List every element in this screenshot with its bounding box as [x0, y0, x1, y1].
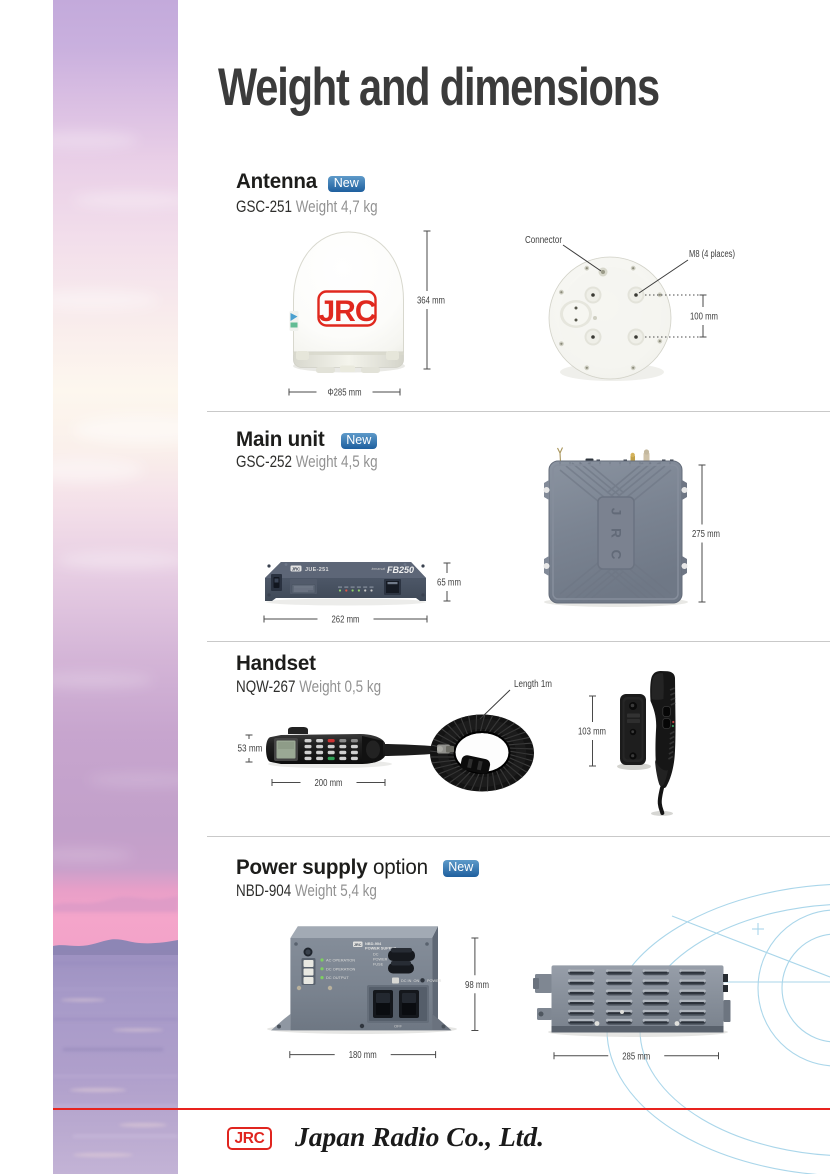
- svg-text:Connector: Connector: [525, 235, 563, 246]
- svg-text:POWER SUPPLY: POWER SUPPLY: [365, 945, 396, 950]
- svg-text:DC IN: DC IN: [401, 979, 412, 983]
- svg-text:285 mm: 285 mm: [622, 1051, 650, 1062]
- svg-text:JRC: JRC: [354, 943, 362, 947]
- svg-text:J: J: [609, 508, 624, 516]
- svg-text:AC OPERATION: AC OPERATION: [326, 958, 355, 963]
- svg-text:C: C: [609, 550, 624, 560]
- svg-text:DC: DC: [373, 953, 379, 957]
- svg-text:53 mm: 53 mm: [238, 744, 263, 755]
- svg-text:100 mm: 100 mm: [690, 312, 718, 323]
- svg-text:65 mm: 65 mm: [437, 578, 461, 589]
- svg-text:DC OUTPUT: DC OUTPUT: [326, 975, 349, 980]
- svg-text:275 mm: 275 mm: [692, 529, 720, 540]
- svg-text:JRC: JRC: [318, 295, 375, 328]
- svg-text:Φ285 mm: Φ285 mm: [328, 388, 362, 399]
- svg-text:ON: ON: [414, 979, 420, 983]
- svg-text:NBD-904: NBD-904: [365, 941, 382, 946]
- svg-text:180 mm: 180 mm: [349, 1050, 377, 1061]
- svg-text:OFF: OFF: [394, 1024, 403, 1029]
- svg-text:POWER: POWER: [373, 958, 388, 962]
- svg-text:FUSE: FUSE: [373, 963, 384, 967]
- svg-text:Length 1m: Length 1m: [514, 679, 552, 690]
- svg-text:POWER: POWER: [427, 979, 442, 983]
- svg-text:JUE-251: JUE-251: [305, 567, 329, 573]
- svg-text:364 mm: 364 mm: [417, 296, 445, 307]
- svg-text:R: R: [609, 528, 624, 538]
- svg-text:M8 (4 places): M8 (4 places): [689, 249, 735, 260]
- svg-text:103 mm: 103 mm: [578, 727, 606, 738]
- svg-text:98 mm: 98 mm: [465, 980, 489, 991]
- svg-text:JRC: JRC: [292, 566, 300, 571]
- svg-text:DC OPERATION: DC OPERATION: [326, 966, 356, 971]
- svg-text:FB250: FB250: [387, 565, 414, 575]
- svg-text:262 mm: 262 mm: [332, 615, 360, 626]
- svg-text:200 mm: 200 mm: [315, 778, 343, 789]
- svg-text:inmarsat: inmarsat: [372, 567, 386, 571]
